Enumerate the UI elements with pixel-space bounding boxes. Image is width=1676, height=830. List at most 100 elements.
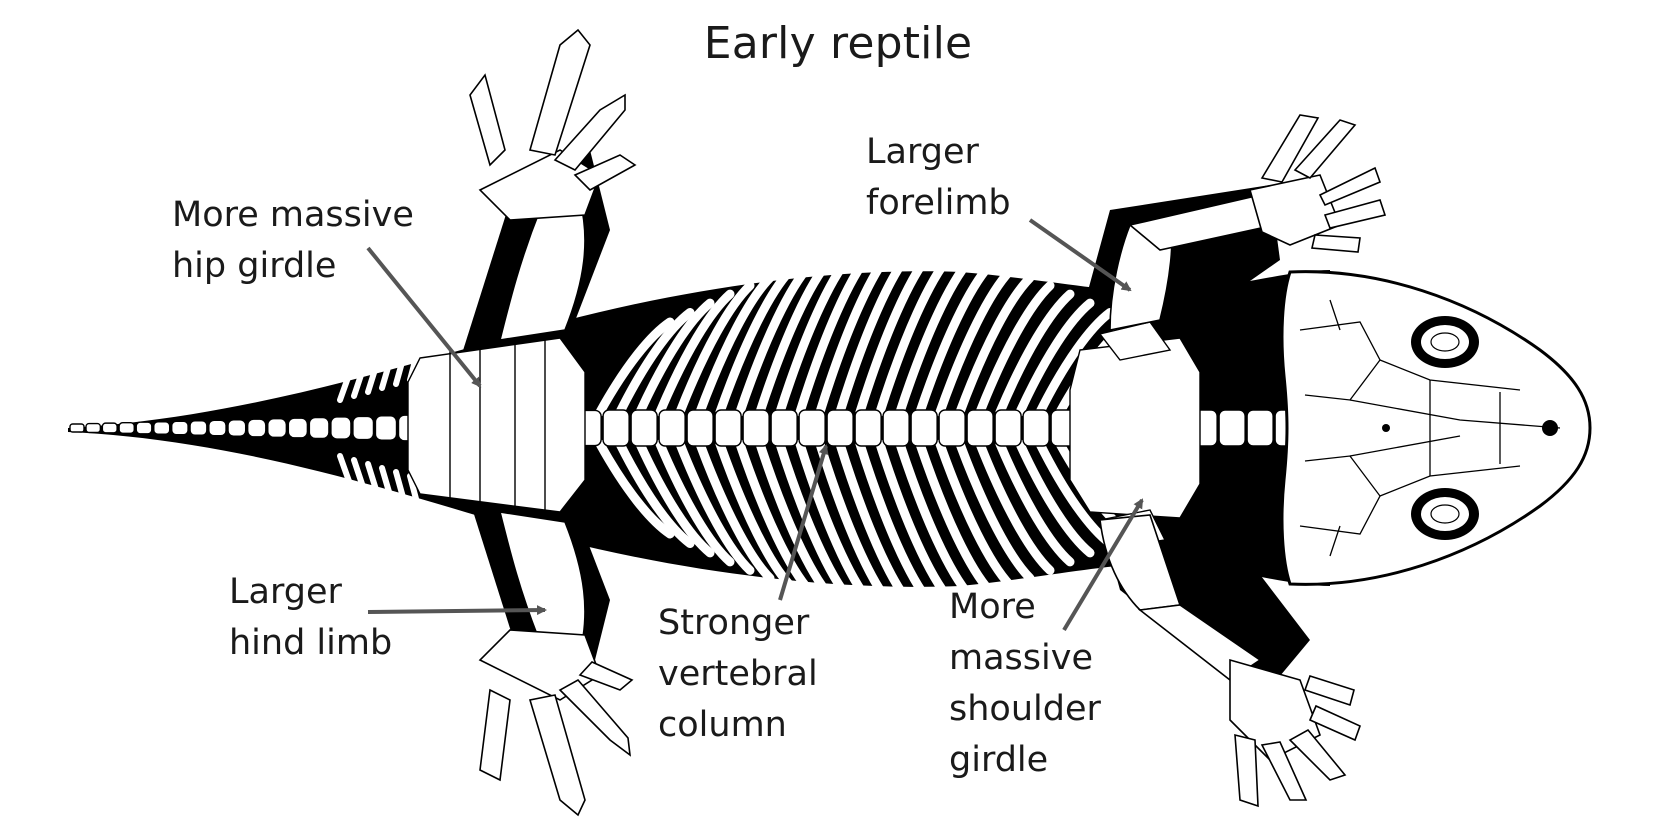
ribs bbox=[337, 247, 1135, 609]
rib bbox=[895, 255, 975, 417]
fore-toe-2 bbox=[1293, 119, 1357, 180]
hind-limbs bbox=[469, 28, 637, 817]
vertebra bbox=[69, 423, 85, 433]
fore-toe-3 bbox=[1318, 166, 1382, 207]
rib bbox=[393, 469, 409, 511]
pineal-opening bbox=[1382, 424, 1390, 432]
hind-toe-3 bbox=[553, 93, 626, 171]
vertebra bbox=[208, 419, 227, 437]
fore-toe-1 bbox=[1260, 114, 1320, 183]
rib bbox=[875, 251, 955, 417]
label-line: column bbox=[658, 705, 787, 745]
vertebra bbox=[189, 420, 208, 436]
fore-toe-6 bbox=[1234, 733, 1259, 808]
rib bbox=[915, 260, 995, 417]
vertebra bbox=[714, 409, 742, 447]
vertebra bbox=[135, 421, 153, 435]
rib bbox=[975, 281, 1055, 417]
vertebra bbox=[798, 409, 826, 447]
vertebra bbox=[85, 422, 102, 434]
vertebra bbox=[994, 409, 1022, 447]
rib bbox=[675, 281, 755, 417]
vertebra bbox=[742, 409, 770, 447]
vertebra bbox=[352, 415, 375, 441]
rib bbox=[695, 273, 775, 417]
rib bbox=[655, 439, 735, 567]
fore-toe-10 bbox=[1303, 675, 1355, 707]
vertebra bbox=[826, 409, 854, 447]
label-hip-girdle: More massive hip girdle bbox=[172, 190, 414, 292]
rib bbox=[393, 345, 409, 387]
label-line: hind limb bbox=[229, 623, 393, 663]
fore-toe-9 bbox=[1308, 704, 1362, 742]
rib bbox=[365, 357, 381, 395]
rib bbox=[995, 439, 1075, 567]
hind-toe-4 bbox=[573, 154, 637, 191]
rib bbox=[351, 363, 367, 399]
rib bbox=[351, 457, 367, 493]
vertebra bbox=[854, 409, 882, 447]
arrow-shoulder-girdle bbox=[1062, 498, 1144, 632]
arrow-forelimb bbox=[1028, 218, 1132, 292]
rib bbox=[615, 307, 695, 417]
rib bbox=[735, 260, 815, 417]
label-line: Larger bbox=[229, 572, 342, 612]
vertebra bbox=[630, 409, 658, 447]
nostril bbox=[1542, 420, 1558, 436]
label-forelimb: Larger forelimb bbox=[866, 127, 1011, 229]
vertebra bbox=[686, 409, 714, 447]
hind-toe-5 bbox=[479, 688, 511, 782]
label-line: hip girdle bbox=[172, 246, 337, 286]
label-line: More bbox=[949, 587, 1036, 627]
hind-toe-8 bbox=[578, 661, 634, 691]
hind-foot-lower bbox=[478, 629, 601, 701]
label-hind-limb: Larger hind limb bbox=[229, 567, 392, 669]
vertebra bbox=[287, 417, 309, 439]
fore-toe-4 bbox=[1323, 199, 1387, 229]
rib bbox=[695, 439, 775, 583]
rib bbox=[1015, 439, 1095, 558]
vertebra bbox=[153, 421, 171, 435]
vertebra bbox=[1022, 409, 1050, 447]
label-line: forelimb bbox=[866, 183, 1011, 223]
rib bbox=[1015, 298, 1095, 417]
rib bbox=[379, 465, 395, 505]
rib bbox=[715, 266, 795, 417]
arrow-hip-girdle bbox=[366, 246, 482, 388]
label-line: vertebral bbox=[658, 654, 818, 694]
fore-toe-5 bbox=[1311, 234, 1361, 253]
rib bbox=[855, 439, 935, 608]
vertebra bbox=[374, 415, 398, 441]
vertebra bbox=[227, 419, 247, 437]
rib bbox=[855, 248, 935, 417]
rib bbox=[337, 369, 353, 403]
label-line: Stronger bbox=[658, 603, 810, 643]
rib bbox=[895, 439, 975, 601]
rib bbox=[337, 453, 353, 487]
label-line: massive bbox=[949, 638, 1093, 678]
rib bbox=[1035, 307, 1115, 417]
rib bbox=[955, 439, 1035, 583]
vertebra bbox=[882, 409, 910, 447]
rib bbox=[975, 439, 1055, 575]
rib bbox=[635, 439, 715, 558]
rib bbox=[935, 266, 1015, 417]
rib bbox=[365, 461, 381, 499]
hip-girdle bbox=[407, 337, 586, 513]
vertebra bbox=[171, 420, 189, 436]
vertebra bbox=[308, 416, 330, 440]
rib bbox=[815, 439, 895, 609]
rib bbox=[935, 439, 1015, 590]
rib bbox=[407, 473, 423, 517]
hind-toe-7 bbox=[558, 678, 632, 757]
vertebra bbox=[938, 409, 966, 447]
label-shoulder-girdle: More massive shoulder girdle bbox=[949, 582, 1101, 786]
vertebra bbox=[267, 417, 288, 439]
label-line: Larger bbox=[866, 132, 979, 172]
fore-toe-7 bbox=[1260, 741, 1308, 801]
vertebra bbox=[101, 422, 118, 434]
vertebra bbox=[330, 416, 352, 440]
rib bbox=[635, 298, 715, 417]
label-vertebral-column: Stronger vertebral column bbox=[658, 598, 818, 751]
